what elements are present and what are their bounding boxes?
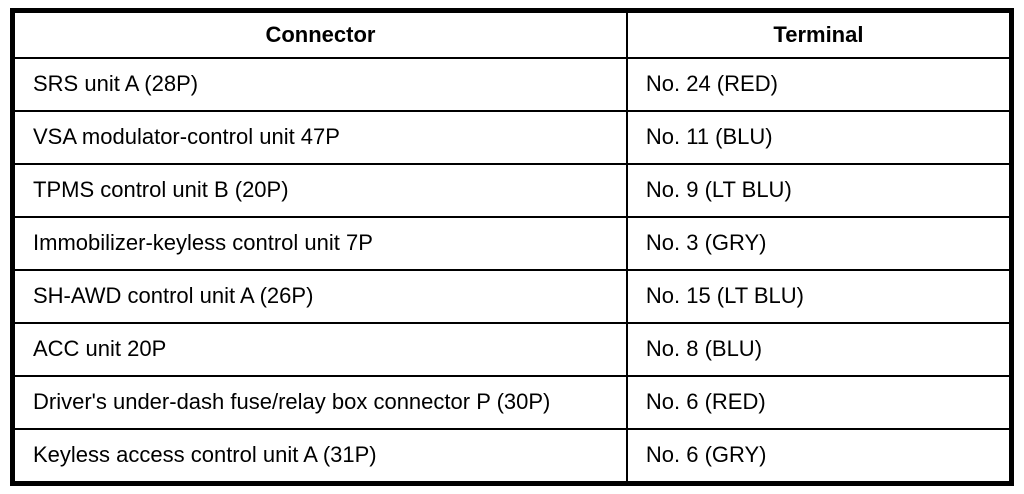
table-row: SH-AWD control unit A (26P) No. 15 (LT B… xyxy=(11,268,1013,324)
terminal-cell: No. 24 (RED) xyxy=(625,57,1013,112)
table-row: Immobilizer-keyless control unit 7P No. … xyxy=(11,215,1013,271)
connector-cell: TPMS control unit B (20P) xyxy=(11,162,628,218)
table-header-row: Connector Terminal xyxy=(11,9,1013,59)
connector-cell: ACC unit 20P xyxy=(11,321,628,377)
table-row: SRS unit A (28P) No. 24 (RED) xyxy=(11,57,1013,112)
table-row: VSA modulator-control unit 47P No. 11 (B… xyxy=(11,109,1013,165)
table-row: Keyless access control unit A (31P) No. … xyxy=(11,427,1013,485)
connector-cell: Keyless access control unit A (31P) xyxy=(11,427,628,485)
connector-cell: Driver's under-dash fuse/relay box conne… xyxy=(11,374,628,430)
table-row: ACC unit 20P No. 8 (BLU) xyxy=(11,321,1013,377)
terminal-column-header: Terminal xyxy=(625,9,1013,59)
connector-cell: Immobilizer-keyless control unit 7P xyxy=(11,215,628,271)
terminal-cell: No. 6 (RED) xyxy=(625,374,1013,430)
connector-column-header: Connector xyxy=(11,9,628,59)
connector-cell: SRS unit A (28P) xyxy=(11,57,628,112)
terminal-cell: No. 3 (GRY) xyxy=(625,215,1013,271)
terminal-cell: No. 11 (BLU) xyxy=(625,109,1013,165)
terminal-cell: No. 6 (GRY) xyxy=(625,427,1013,485)
terminal-cell: No. 15 (LT BLU) xyxy=(625,268,1013,324)
terminal-cell: No. 8 (BLU) xyxy=(625,321,1013,377)
table-body: SRS unit A (28P) No. 24 (RED) VSA modula… xyxy=(11,57,1013,485)
connector-cell: SH-AWD control unit A (26P) xyxy=(11,268,628,324)
terminal-cell: No. 9 (LT BLU) xyxy=(625,162,1013,218)
connector-terminal-table: Connector Terminal SRS unit A (28P) No. … xyxy=(10,8,1014,486)
table-row: Driver's under-dash fuse/relay box conne… xyxy=(11,374,1013,430)
connector-cell: VSA modulator-control unit 47P xyxy=(11,109,628,165)
table-row: TPMS control unit B (20P) No. 9 (LT BLU) xyxy=(11,162,1013,218)
